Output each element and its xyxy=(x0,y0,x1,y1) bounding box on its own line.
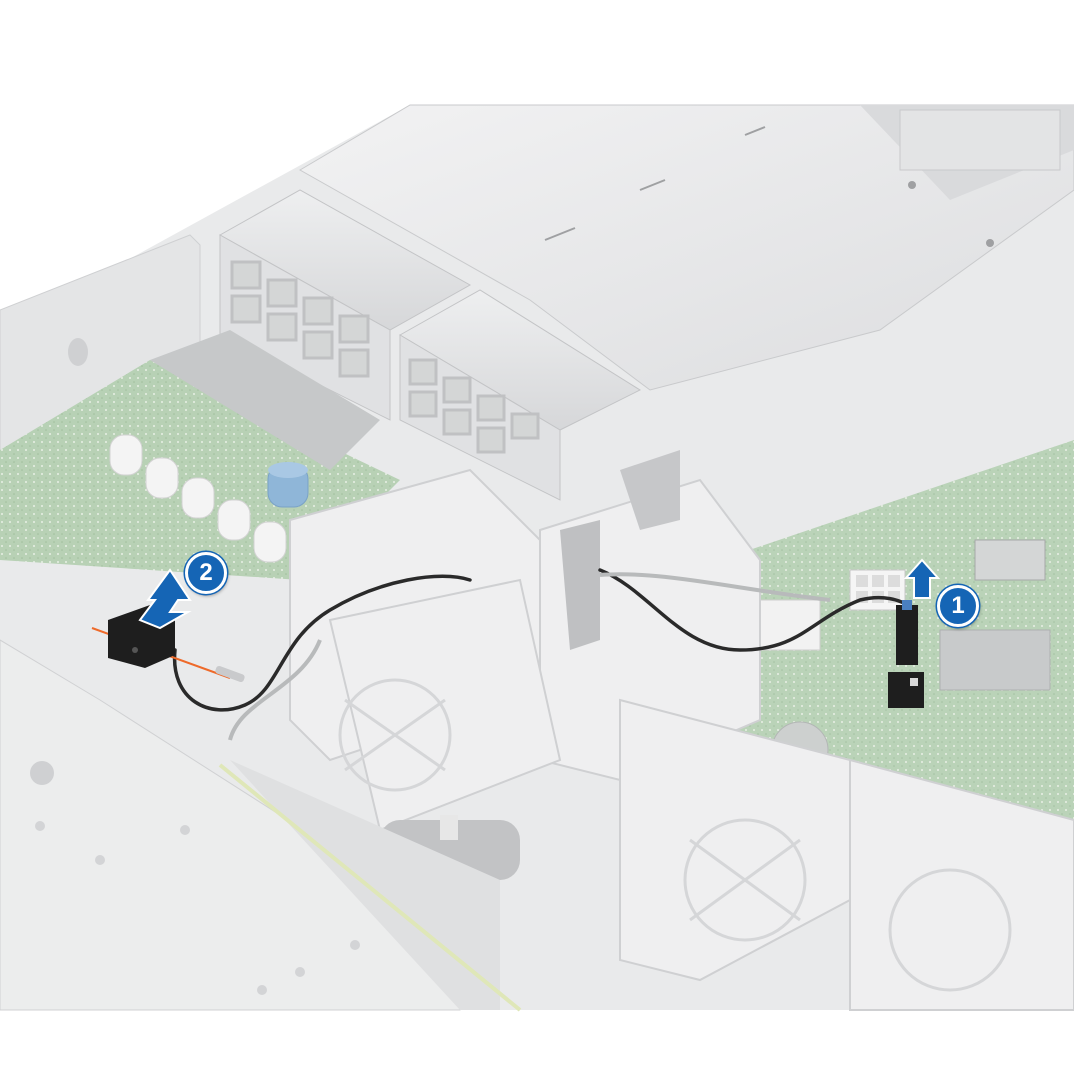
psu-cage-right xyxy=(399,289,642,501)
fan-grilles xyxy=(338,678,1012,992)
callout-step-1: 1 xyxy=(937,585,979,627)
other-cables xyxy=(228,572,831,741)
arrow-step-1-icon xyxy=(903,558,941,599)
screw xyxy=(215,665,245,683)
arrow-step-2-icon xyxy=(138,568,192,630)
intrusion-switch-cable xyxy=(172,568,910,712)
intrusion-cable-connector xyxy=(888,600,924,708)
drive-bay-cover xyxy=(0,639,522,1012)
chassis-side-wall xyxy=(0,234,201,471)
callout-step-2: 2 xyxy=(185,552,227,594)
cable-clip xyxy=(380,450,680,880)
psu-cage-left xyxy=(218,189,472,421)
air-shroud-top xyxy=(299,104,1074,391)
